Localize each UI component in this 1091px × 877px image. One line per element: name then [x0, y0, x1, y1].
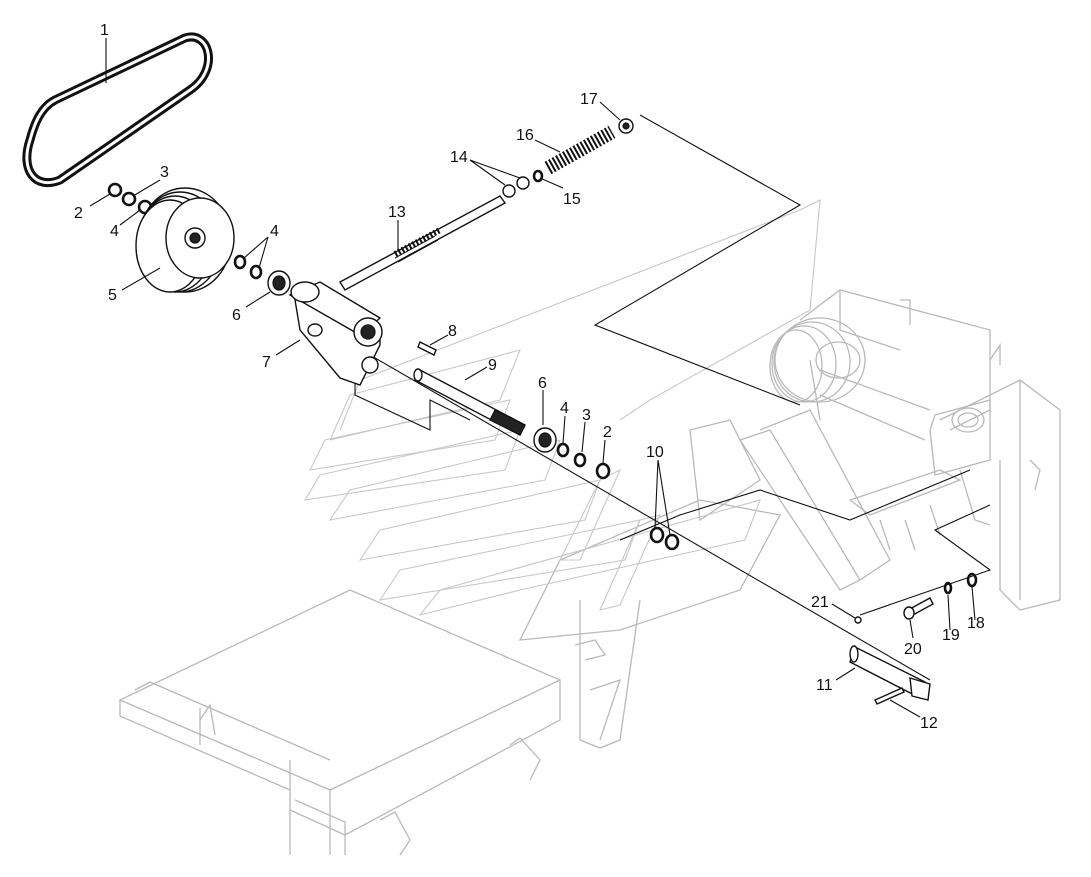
callout-4c: 4 — [560, 400, 569, 417]
callout-12: 12 — [920, 715, 938, 732]
drive-shaft — [413, 368, 526, 436]
upper-left-washers — [107, 182, 153, 215]
callout-1: 1 — [100, 22, 109, 39]
spring-assembly — [502, 118, 634, 198]
callout-14: 14 — [450, 149, 468, 166]
callout-2b: 2 — [603, 424, 612, 441]
callout-13: 13 — [388, 204, 406, 221]
callout-6: 6 — [232, 307, 241, 324]
callout-leaders — [89, 38, 976, 718]
pivot-rings — [649, 526, 680, 551]
shaft-key — [417, 341, 437, 356]
callout-4b: 4 — [270, 223, 279, 240]
callout-2: 2 — [74, 205, 83, 222]
callout-6b: 6 — [538, 375, 547, 392]
callout-labels: 1 2 3 4 5 4 6 7 8 9 13 14 15 16 17 6 4 3… — [74, 22, 985, 732]
callout-19: 19 — [942, 627, 960, 644]
callout-7: 7 — [262, 354, 271, 371]
callout-17: 17 — [580, 91, 598, 108]
mount-hardware — [854, 572, 978, 624]
cotter-pin — [874, 687, 905, 705]
callout-20: 20 — [904, 641, 922, 658]
belt-shield — [303, 199, 821, 616]
shaft-bearing-stack — [533, 427, 611, 480]
callout-3: 3 — [160, 164, 169, 181]
callout-18: 18 — [967, 615, 985, 632]
callout-16: 16 — [516, 127, 534, 144]
bearing-bracket — [288, 281, 383, 386]
v-belt — [22, 32, 213, 188]
callout-5: 5 — [108, 287, 117, 304]
callout-11: 11 — [816, 677, 833, 694]
callout-15: 15 — [563, 191, 581, 208]
pivot-pin — [849, 645, 931, 701]
background-frame — [118, 289, 1061, 856]
pulley-side-washers — [233, 254, 291, 296]
callout-4: 4 — [110, 223, 119, 240]
callout-10: 10 — [646, 444, 664, 461]
callout-3b: 3 — [582, 407, 591, 424]
callout-9: 9 — [488, 357, 497, 374]
callout-21: 21 — [811, 594, 829, 611]
grooved-pulley — [135, 187, 235, 293]
callout-8: 8 — [448, 323, 457, 340]
tension-rod — [339, 195, 507, 291]
frame-pulley — [769, 317, 866, 403]
